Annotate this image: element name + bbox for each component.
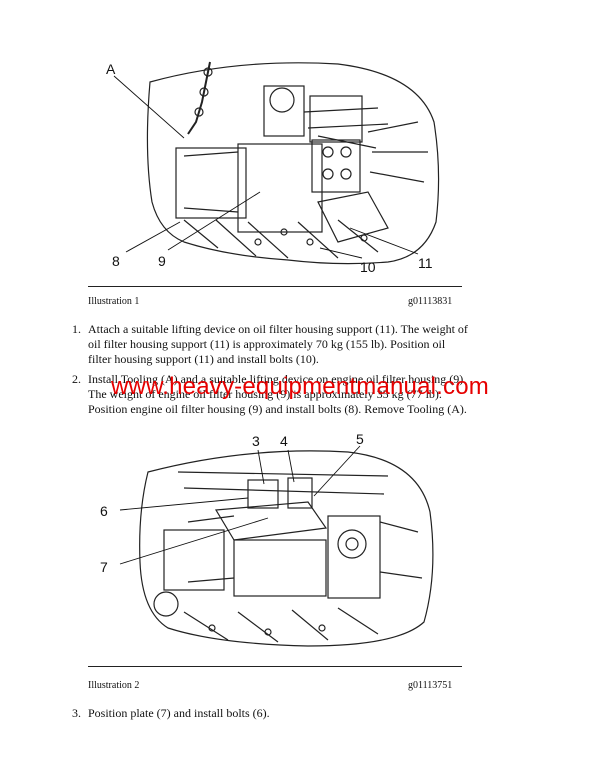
step-2-text: Install Tooling (A) and a suitable lifti… bbox=[88, 372, 467, 416]
engine-oil-filter-drawing-1: A 8 9 10 11 bbox=[106, 61, 440, 275]
figure-2-divider bbox=[88, 666, 462, 667]
callout-4: 4 bbox=[280, 433, 288, 449]
figure-1-caption-id: g01113831 bbox=[408, 296, 453, 307]
callout-5: 5 bbox=[356, 432, 364, 447]
step-3-text: Position plate (7) and install bolts (6)… bbox=[88, 706, 270, 720]
figure-1-caption-label: Illustration 1 bbox=[88, 296, 140, 307]
callout-8: 8 bbox=[112, 253, 120, 269]
figure-1-divider bbox=[88, 286, 462, 287]
watermark-url: www.heavy-equipmentmanual.com bbox=[111, 373, 489, 400]
step-2-number: 2. bbox=[72, 372, 81, 386]
callout-10: 10 bbox=[360, 259, 376, 275]
callout-3: 3 bbox=[252, 433, 260, 449]
step-1-number: 1. bbox=[72, 322, 81, 336]
illustration-1: A 8 9 10 11 bbox=[88, 52, 460, 278]
callout-A: A bbox=[106, 61, 116, 77]
engine-plate-drawing-2: 3 4 5 6 7 bbox=[100, 431, 434, 647]
callout-6: 6 bbox=[100, 503, 108, 519]
step-1: 1. Attach a suitable lifting device on o… bbox=[72, 322, 472, 368]
callout-11: 11 bbox=[418, 255, 433, 271]
illustration-2: 3 4 5 6 7 bbox=[88, 431, 460, 658]
callout-7: 7 bbox=[100, 559, 108, 575]
step-3-number: 3. bbox=[72, 706, 81, 720]
figure-2-caption-id: g01113751 bbox=[408, 680, 453, 691]
callout-9: 9 bbox=[158, 253, 166, 269]
step-3: 3. Position plate (7) and install bolts … bbox=[72, 706, 472, 722]
step-1-text: Attach a suitable lifting device on oil … bbox=[88, 322, 468, 366]
figure-2-caption-label: Illustration 2 bbox=[88, 680, 140, 691]
step-2: 2. Install Tooling (A) and a suitable li… bbox=[72, 372, 472, 418]
